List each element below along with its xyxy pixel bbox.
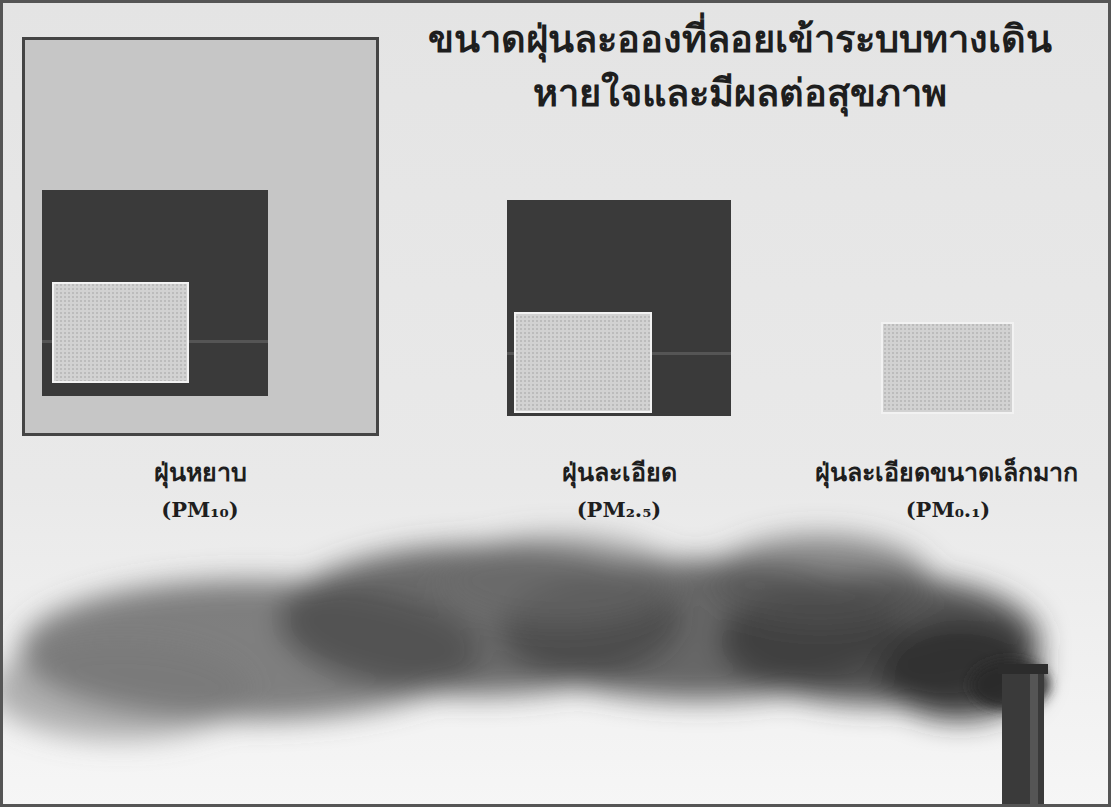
diagram-title: ขนาดฝุ่นละอองที่ลอยเข้าระบบทางเดิน หายใจ… xyxy=(380,12,1100,120)
pm01-square xyxy=(53,283,188,382)
size-label: ฝุ่นหยาบ xyxy=(154,452,247,492)
size-label: ฝุ่นละเอียดขนาดเล็กมาก xyxy=(815,452,1078,492)
pm01-square xyxy=(882,323,1013,413)
pm25-square xyxy=(42,190,268,396)
pm01-square xyxy=(515,313,651,412)
pm-label: (PM₂.₅) xyxy=(577,497,662,522)
smoke-cloud xyxy=(0,535,1040,740)
pm-label: (PM₀.₁) xyxy=(906,497,991,522)
size-label: ฝุ่นละเอียด xyxy=(562,452,677,492)
chimney xyxy=(1002,668,1044,807)
pm10-square xyxy=(24,39,378,435)
chimney-rim xyxy=(998,664,1048,674)
pm-label: (PM₁₀) xyxy=(161,497,238,522)
pm25-square xyxy=(507,200,731,416)
chimney-shade xyxy=(1030,674,1038,807)
